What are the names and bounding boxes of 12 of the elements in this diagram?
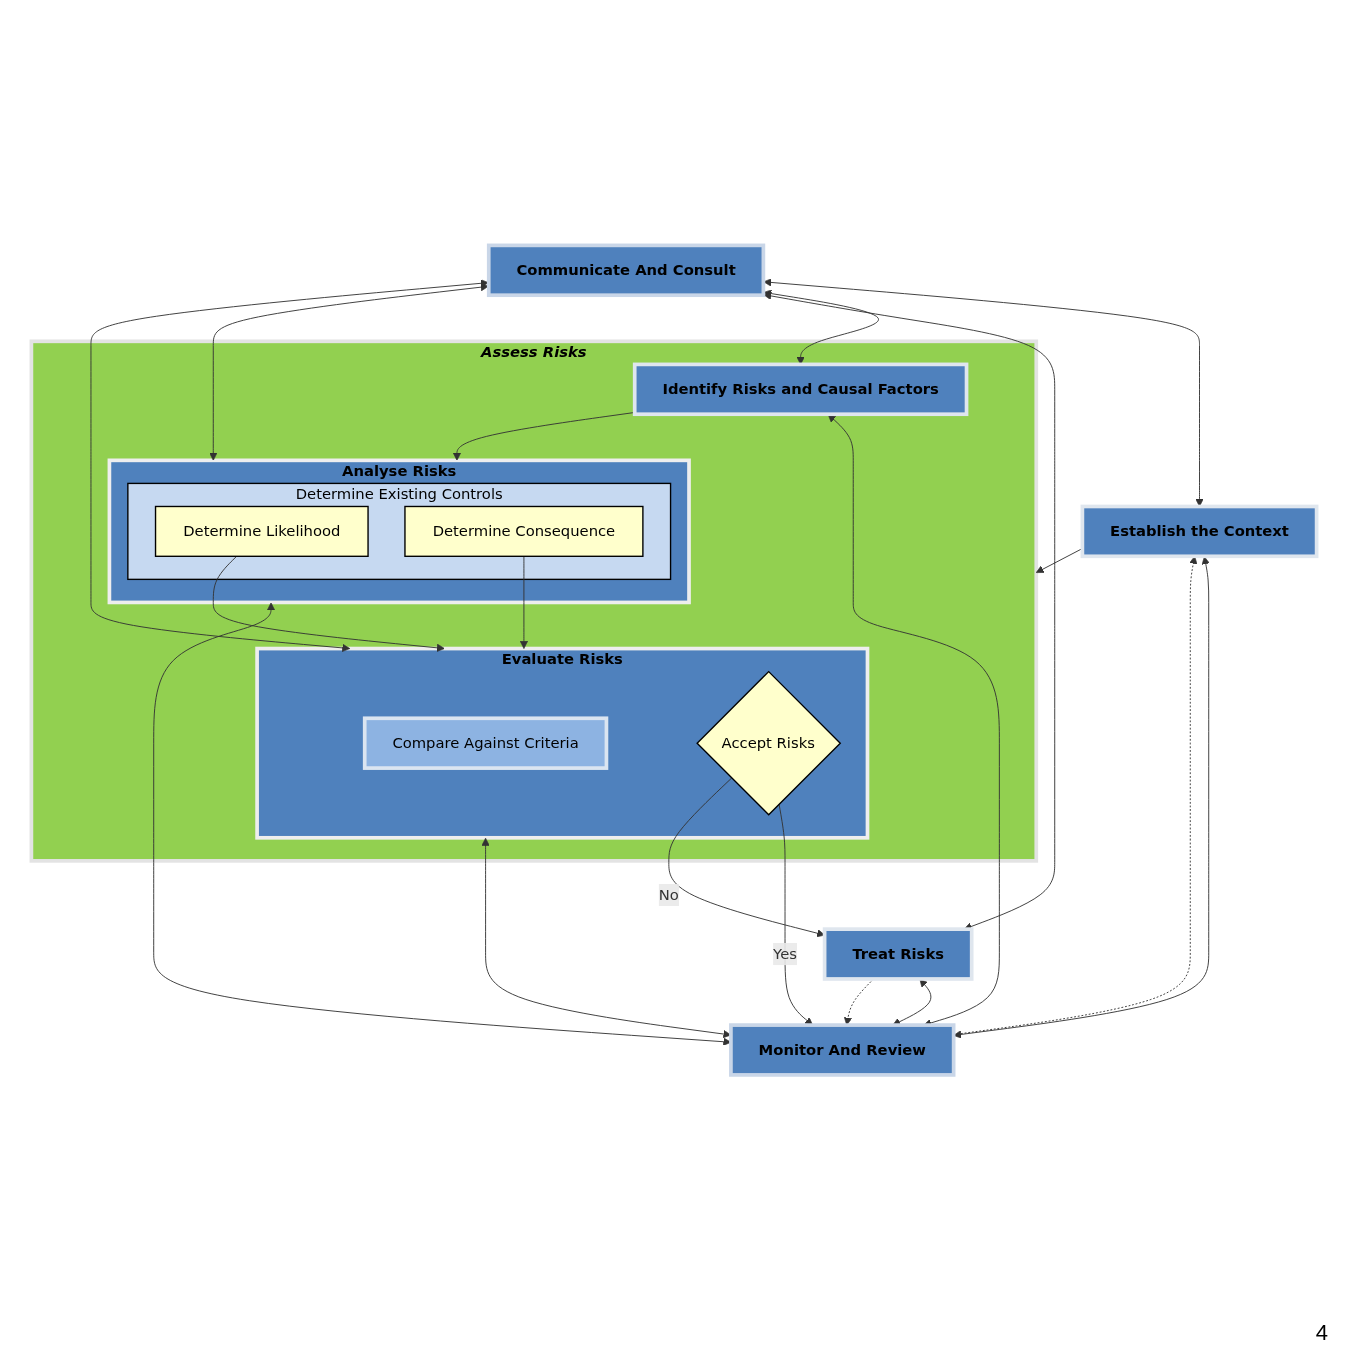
node-box: Monitor And Review [729, 1023, 956, 1077]
node-box: Identify Risks and Causal Factors [632, 362, 969, 416]
node-box: Determine Likelihood [154, 505, 369, 557]
edge-label: Yes [773, 944, 797, 963]
node-box: Treat Risks [822, 927, 974, 981]
node-box: Compare Against Criteria [362, 716, 609, 770]
node-diamond: Accept Risks [696, 670, 842, 816]
node-box: Determine Consequence [404, 505, 644, 557]
edge-label: No [658, 885, 679, 904]
page-number: 4 [1315, 1320, 1328, 1346]
node-box: Establish the Context [1080, 504, 1319, 558]
node-box: Communicate And Consult [486, 243, 766, 297]
